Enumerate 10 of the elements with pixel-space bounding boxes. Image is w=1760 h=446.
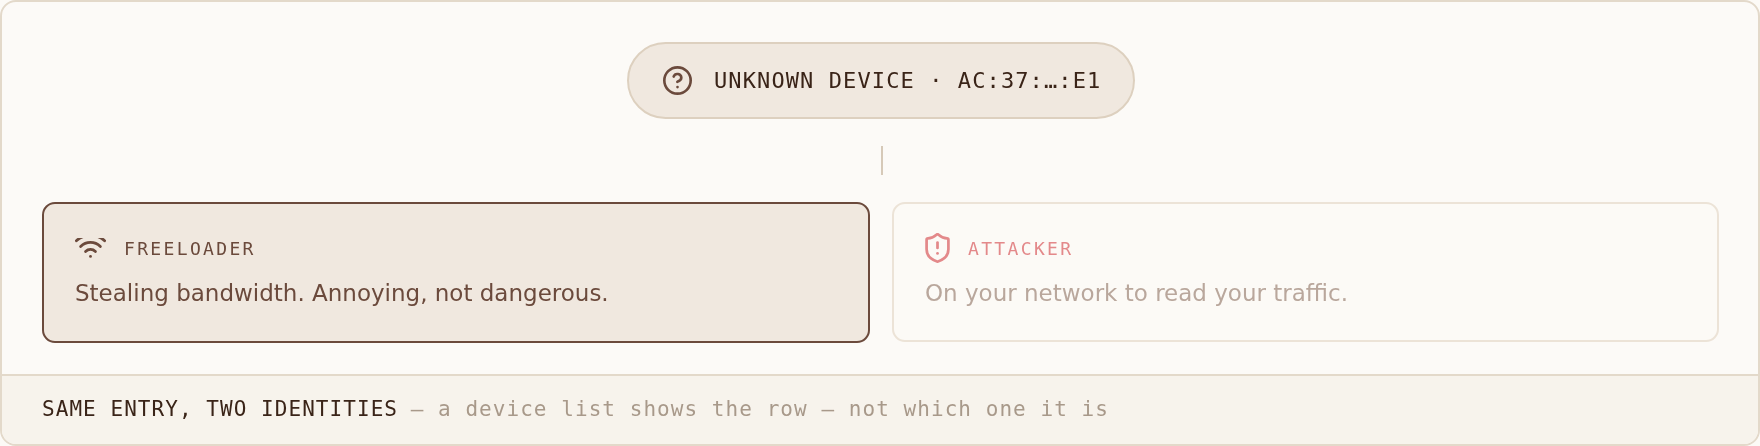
card-description: Stealing bandwidth. Annoying, not dangerous. (75, 279, 609, 308)
footer-band (2, 374, 1758, 444)
card-title: FREELOADER (124, 236, 256, 261)
footer-heading: SAME ENTRY, TWO IDENTITIES (42, 396, 399, 424)
footer-note: — a device list shows the row — not which one it is (410, 396, 1109, 424)
identity-card (42, 202, 870, 343)
device-label: UNKNOWN DEVICE · AC:37:…:E1 (714, 67, 1102, 95)
card-description: On your network to read your traffic. (925, 279, 1349, 308)
card-title: ATTACKER (968, 236, 1074, 261)
identity-card (892, 202, 1719, 342)
